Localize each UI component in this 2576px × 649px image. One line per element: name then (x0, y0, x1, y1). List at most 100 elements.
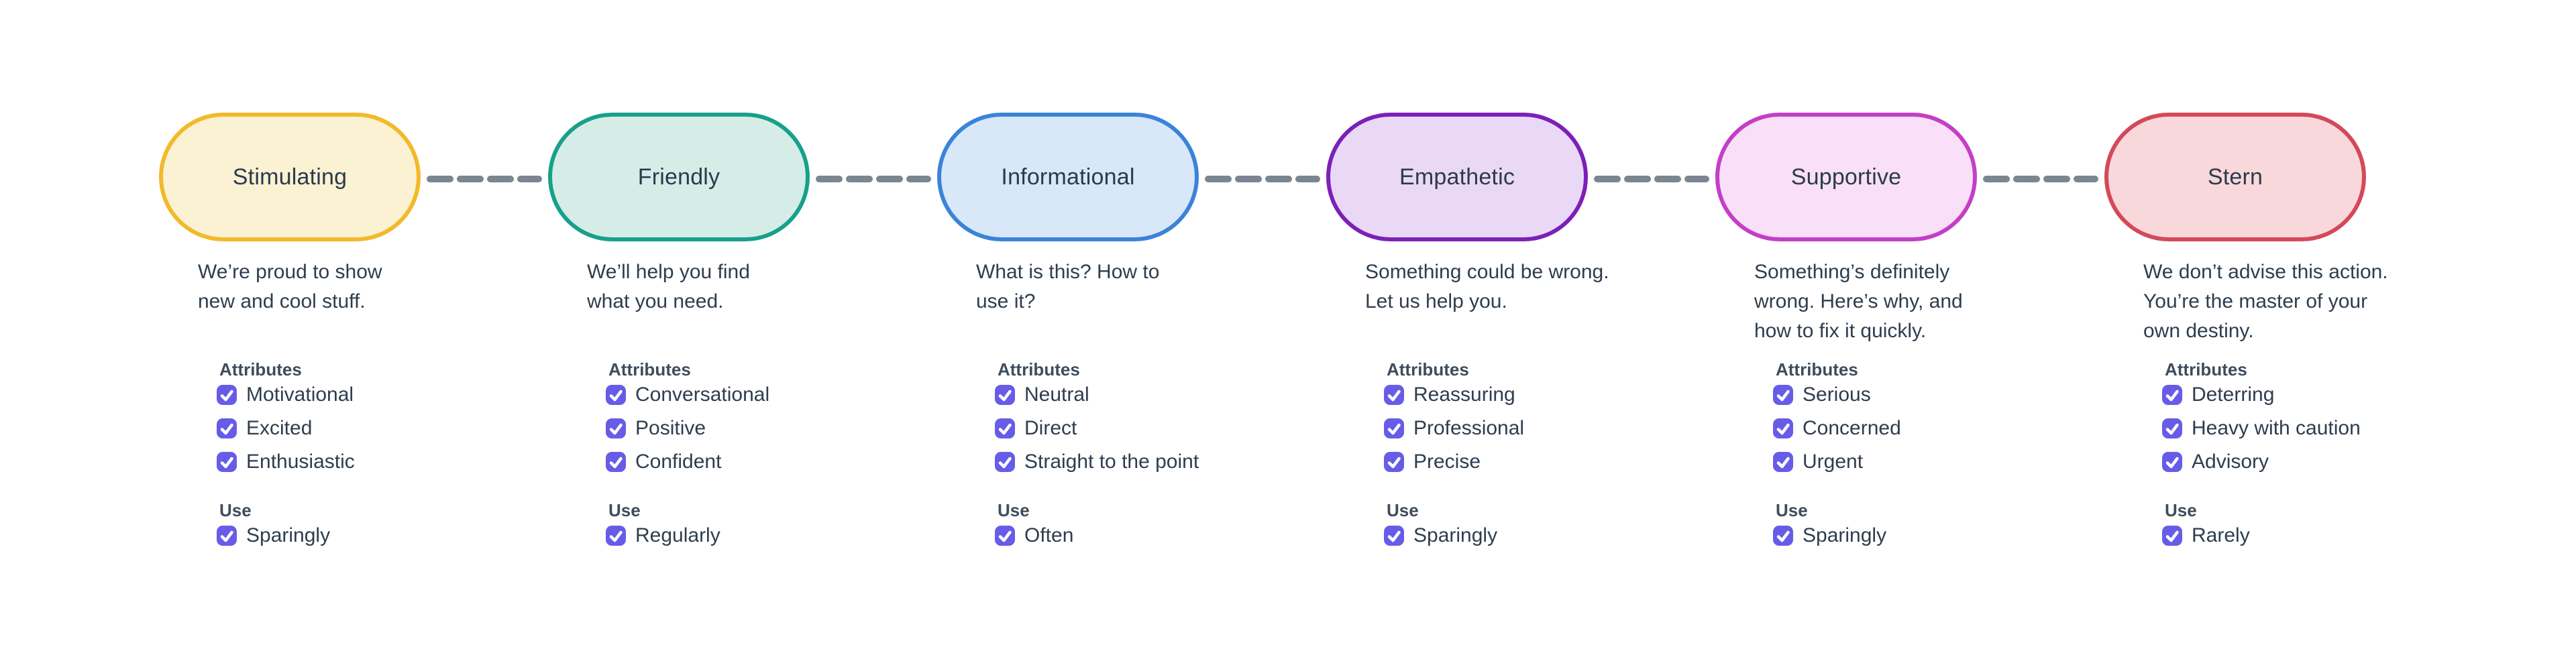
checkbox-label: Conversational (635, 384, 770, 406)
use-list: Regularly (606, 524, 720, 559)
checkbox-checked[interactable] (217, 526, 237, 546)
checkbox-row: Sparingly (1773, 524, 1887, 546)
checkbox-checked[interactable] (2162, 385, 2182, 405)
checkbox-label: Enthusiastic (246, 451, 355, 473)
checkbox-label: Advisory (2192, 451, 2269, 473)
tone-pill-label: Empathetic (1399, 164, 1515, 190)
check-icon (220, 390, 233, 402)
check-icon (1776, 390, 1790, 402)
checkbox-row: Motivational (217, 384, 355, 406)
tone-description-line: We’ll help you find (587, 261, 750, 283)
checkbox-label: Serious (1803, 384, 1871, 406)
checkbox-checked[interactable] (606, 452, 626, 472)
check-icon (220, 423, 233, 435)
checkbox-row: Sparingly (217, 524, 330, 546)
checkbox-checked[interactable] (606, 418, 626, 438)
checkbox-checked[interactable] (2162, 418, 2182, 438)
checkbox-row: Urgent (1773, 451, 1901, 473)
attributes-heading: Attributes (1776, 359, 1858, 379)
checkbox-label: Positive (635, 417, 706, 439)
connector-dashed-line (427, 176, 542, 182)
checkbox-checked[interactable] (995, 418, 1015, 438)
checkbox-checked[interactable] (1384, 526, 1404, 546)
tone-pill-label: Stern (2207, 164, 2263, 190)
tone-description-line: use it? (976, 290, 1036, 312)
checkbox-label: Heavy with caution (2192, 417, 2361, 439)
tone-description-line: wrong. Here’s why, and (1754, 290, 1963, 312)
connector-dashed-line (1205, 176, 1320, 182)
checkbox-label: Urgent (1803, 451, 1864, 473)
use-heading: Use (608, 500, 641, 520)
checkbox-checked[interactable] (1773, 526, 1793, 546)
checkbox-row: Direct (995, 417, 1199, 439)
checkbox-checked[interactable] (995, 385, 1015, 405)
checkbox-row: Concerned (1773, 417, 1901, 439)
checkbox-checked[interactable] (1773, 452, 1793, 472)
checkbox-checked[interactable] (1773, 385, 1793, 405)
tone-pill[interactable]: Informational (937, 113, 1199, 241)
checkbox-row: Sparingly (1384, 524, 1498, 546)
check-icon (2165, 457, 2179, 469)
checkbox-checked[interactable] (1773, 418, 1793, 438)
attributes-heading: Attributes (1387, 359, 1469, 379)
checkbox-checked[interactable] (2162, 452, 2182, 472)
tone-pill[interactable]: Stimulating (159, 113, 421, 241)
checkbox-checked[interactable] (217, 452, 237, 472)
tone-pill-label: Friendly (637, 164, 720, 190)
tone-pill[interactable]: Stern (2104, 113, 2366, 241)
tone-pill[interactable]: Empathetic (1326, 113, 1588, 241)
checkbox-checked[interactable] (217, 385, 237, 405)
tone-pill[interactable]: Supportive (1715, 113, 1977, 241)
tone-pill-label: Supportive (1790, 164, 1902, 190)
check-icon (998, 530, 1012, 542)
checkbox-checked[interactable] (995, 452, 1015, 472)
checkbox-label: Deterring (2192, 384, 2275, 406)
connector-dashed-line (1594, 176, 1709, 182)
check-icon (220, 530, 233, 542)
checkbox-checked[interactable] (1384, 385, 1404, 405)
checkbox-row: Regularly (606, 524, 720, 546)
checkbox-checked[interactable] (1384, 418, 1404, 438)
checkbox-label: Motivational (246, 384, 354, 406)
checkbox-row: Neutral (995, 384, 1199, 406)
check-icon (1776, 423, 1790, 435)
checkbox-label: Sparingly (1413, 524, 1498, 546)
checkbox-checked[interactable] (2162, 526, 2182, 546)
check-icon (1776, 530, 1790, 542)
checkbox-row: Enthusiastic (217, 451, 355, 473)
check-icon (998, 457, 1012, 469)
check-icon (609, 390, 623, 402)
checkbox-checked[interactable] (995, 526, 1015, 546)
tone-description: We don’t advise this action.You’re the m… (2143, 257, 2479, 346)
check-icon (220, 457, 233, 469)
checkbox-checked[interactable] (606, 526, 626, 546)
checkbox-label: Neutral (1024, 384, 1089, 406)
checkbox-label: Excited (246, 417, 313, 439)
checkbox-row: Advisory (2162, 451, 2361, 473)
tone-description-line: own destiny. (2143, 320, 2254, 342)
checkbox-checked[interactable] (1384, 452, 1404, 472)
checkbox-label: Sparingly (1803, 524, 1887, 546)
attributes-heading: Attributes (2165, 359, 2247, 379)
checkbox-row: Rarely (2162, 524, 2250, 546)
checkbox-row: Straight to the point (995, 451, 1199, 473)
checkbox-checked[interactable] (606, 385, 626, 405)
checkbox-label: Precise (1413, 451, 1481, 473)
checkbox-checked[interactable] (217, 418, 237, 438)
check-icon (609, 423, 623, 435)
tone-description-line: what you need. (587, 290, 724, 312)
checkbox-label: Concerned (1803, 417, 1901, 439)
tone-pill-label: Informational (1001, 164, 1135, 190)
tone-pill[interactable]: Friendly (548, 113, 810, 241)
check-icon (609, 457, 623, 469)
